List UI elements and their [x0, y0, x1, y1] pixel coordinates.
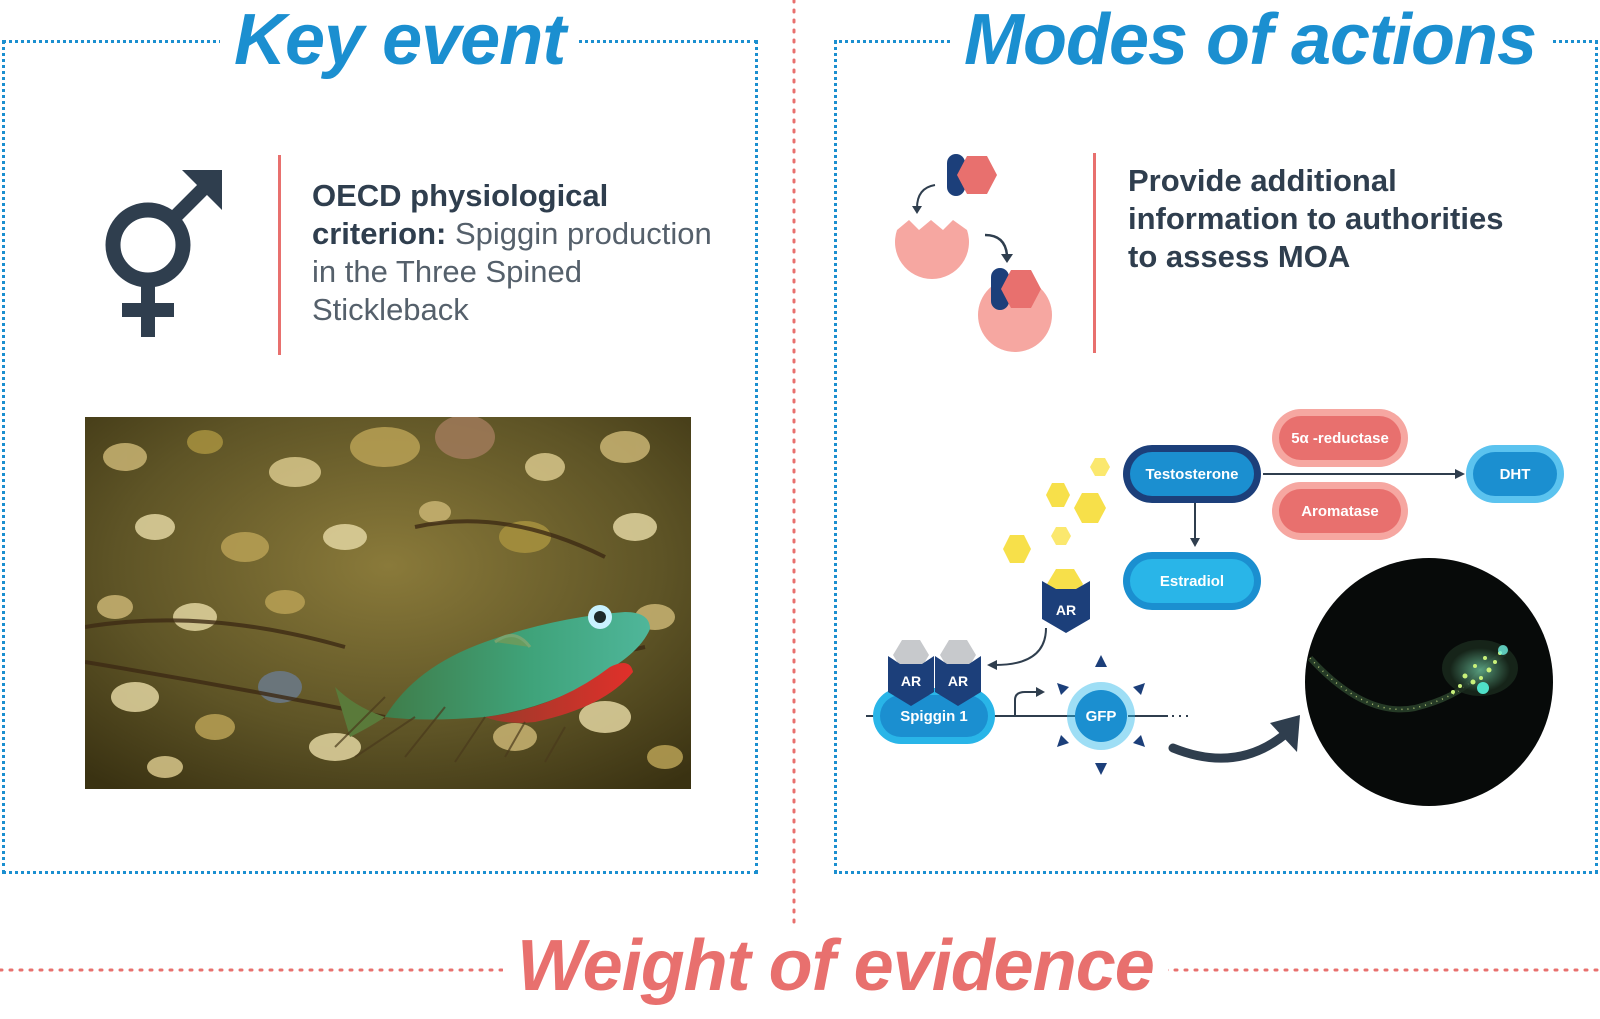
gfp-glow-icon — [1057, 655, 1145, 775]
aromatase-node: Aromatase — [1272, 482, 1408, 540]
free-ar-receptor — [1042, 569, 1090, 633]
spiggin-label: Spiggin 1 — [880, 695, 988, 737]
testosterone-node: Testosterone — [1123, 445, 1261, 503]
dht-label: DHT — [1473, 452, 1557, 496]
gfp-fish-micrograph — [1305, 558, 1553, 806]
moa-divider — [1093, 153, 1096, 353]
spiggin-node: Spiggin 1 — [873, 688, 995, 744]
stickleback-photo — [85, 417, 691, 789]
gfp-label: GFP — [1085, 707, 1117, 725]
ligand-hexagons — [1003, 458, 1110, 563]
moa-description: Provide additional information to author… — [1128, 163, 1504, 274]
bound-ar-left — [888, 640, 934, 706]
key-event-title: Key event — [220, 4, 580, 76]
bound-ar-right-label: AR — [947, 673, 969, 689]
receptor-binding-icon — [895, 154, 1052, 352]
testosterone-label: Testosterone — [1130, 452, 1254, 496]
criterion-divider — [278, 155, 281, 355]
criterion-text: OECD physiological criterion: Spiggin pr… — [312, 177, 732, 329]
moa-title: Modes of actions — [950, 4, 1551, 76]
bound-ar-left-label: AR — [900, 673, 922, 689]
gender-symbol-icon — [105, 170, 222, 337]
criterion-description: Spiggin production in the Three Spined S… — [312, 216, 712, 327]
free-ar-label: AR — [1055, 602, 1077, 618]
criterion-label: OECD physiological criterion: — [312, 178, 609, 251]
weight-of-evidence-title: Weight of evidence — [503, 930, 1168, 1002]
dht-node: DHT — [1466, 445, 1564, 503]
reductase-node: 5α -reductase — [1272, 409, 1408, 467]
reductase-label: 5α -reductase — [1279, 416, 1401, 460]
estradiol-label: Estradiol — [1130, 559, 1254, 603]
aromatase-label: Aromatase — [1279, 489, 1401, 533]
bound-ar-right — [935, 640, 981, 706]
estradiol-node: Estradiol — [1123, 552, 1261, 610]
